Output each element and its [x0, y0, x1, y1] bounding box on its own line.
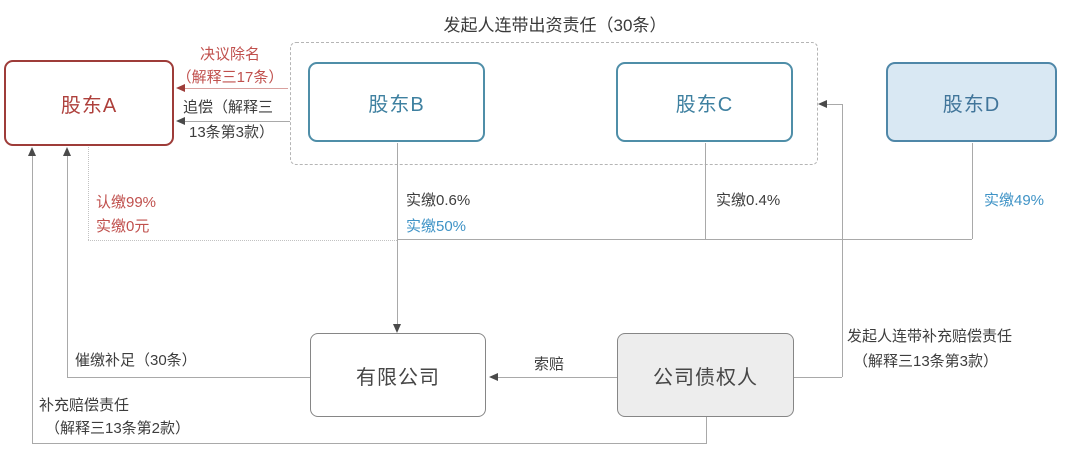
edge-line-joint-v — [842, 104, 843, 377]
edge-label-expel-line2: （解释三17条） — [176, 69, 284, 86]
contribution-b-paid: 实缴0.6% — [406, 192, 471, 209]
edge-line-expel — [185, 88, 288, 89]
edge-label-claim: 索赔 — [534, 356, 565, 373]
node-shareholder-c: 股东C — [616, 62, 793, 142]
edge-line-a-subscribed-dotted-h — [88, 240, 397, 241]
contribution-b-paid-alt: 实缴50% — [406, 218, 467, 235]
edge-line-claim — [498, 377, 617, 378]
edge-line-joint-h1 — [794, 377, 842, 378]
node-shareholder-a: 股东A — [4, 60, 174, 146]
edge-line-joint-h2 — [826, 104, 842, 105]
arrowhead-call-icon — [63, 147, 71, 156]
node-shareholder-b: 股东B — [308, 62, 485, 142]
edge-label-recourse-line1: 追偿（解释三 — [183, 99, 274, 116]
arrowhead-claim-icon — [489, 373, 498, 381]
edge-line-call-v — [67, 156, 68, 377]
contribution-a-subscribed: 认缴99% — [96, 194, 157, 211]
arrowhead-expel-icon — [176, 84, 185, 92]
edge-line-recourse — [185, 121, 290, 122]
edge-line-supplementary-v — [32, 156, 33, 443]
edge-line-supplementary-drop — [706, 417, 707, 443]
edge-label-supplementary-line1: 补充赔偿责任 — [39, 397, 130, 414]
arrowhead-supplementary-icon — [28, 147, 36, 156]
edge-line-c-contribution — [705, 143, 706, 239]
node-company-creditor: 公司债权人 — [617, 333, 794, 417]
contribution-a-paid: 实缴0元 — [96, 218, 150, 235]
edge-line-d-contribution — [972, 143, 973, 239]
edge-line-contribution-collector — [397, 239, 972, 240]
node-shareholder-d: 股东D — [886, 62, 1057, 142]
node-limited-company: 有限公司 — [310, 333, 486, 417]
edge-line-call-h — [67, 377, 310, 378]
arrowhead-recourse-icon — [176, 117, 185, 125]
edge-line-supplementary-h — [32, 443, 707, 444]
diagram-title: 发起人连带出资责任（30条） — [443, 16, 667, 35]
arrowhead-contribution-icon — [393, 324, 401, 333]
edge-label-recourse-line2: 13条第3款） — [189, 124, 275, 141]
edge-label-call-for-payment: 催缴补足（30条） — [75, 352, 197, 369]
edge-label-expel-line1: 决议除名 — [199, 46, 260, 63]
arrowhead-joint-icon — [818, 100, 827, 108]
founders-group-dashed-frame — [290, 42, 818, 165]
edge-label-supplementary-line2: （解释三13条第2款） — [45, 420, 191, 437]
contribution-d-paid: 实缴49% — [984, 192, 1045, 209]
edge-line-b-contribution — [397, 143, 398, 324]
edge-label-joint-supplementary-line2: （解释三13条第3款） — [853, 353, 999, 370]
edge-line-a-subscribed-dotted-v — [88, 147, 89, 240]
edge-label-joint-supplementary-line1: 发起人连带补充赔偿责任 — [847, 328, 1013, 345]
contribution-c-paid: 实缴0.4% — [716, 192, 781, 209]
